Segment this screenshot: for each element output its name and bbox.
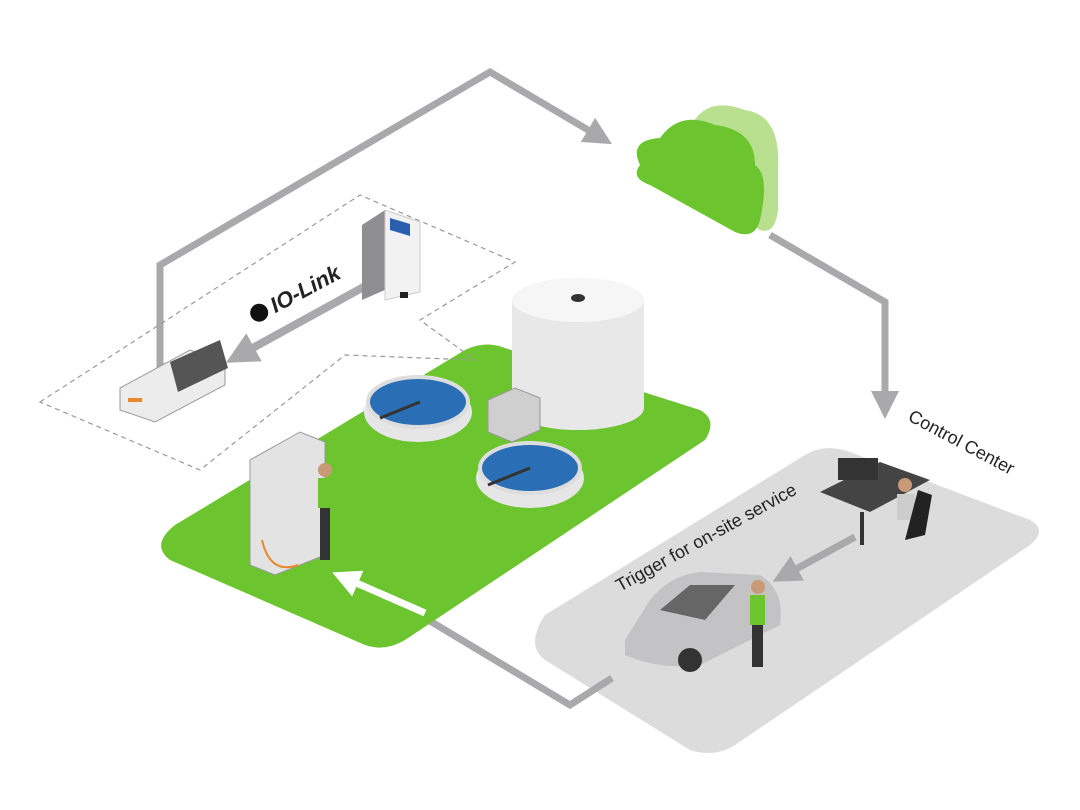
service-technician bbox=[750, 580, 765, 667]
data-flow-arrow-to-control-center bbox=[768, 231, 899, 419]
technician-on-site bbox=[318, 463, 332, 560]
pump-box bbox=[487, 387, 541, 443]
io-link-logo: IO-Link bbox=[250, 259, 346, 322]
power-supply-device bbox=[362, 209, 421, 301]
dispatch-arrow bbox=[772, 533, 857, 582]
clarifier-tank-1 bbox=[364, 375, 472, 442]
service-arrow-white bbox=[332, 570, 427, 617]
clarifier-tank-2 bbox=[476, 441, 584, 508]
control-center-label: Control Center bbox=[905, 406, 1018, 479]
io-link-icon bbox=[250, 303, 269, 322]
io-link-master-module bbox=[119, 340, 228, 423]
data-flow-arrow-to-cloud bbox=[156, 67, 613, 385]
io-link-label: IO-Link bbox=[266, 259, 346, 317]
control-center-workstation bbox=[820, 458, 932, 545]
io-link-arrow bbox=[225, 274, 382, 363]
cloud-icon bbox=[636, 105, 779, 235]
control-cabinet bbox=[249, 431, 326, 576]
service-return-arrow bbox=[418, 611, 614, 710]
io-link-dashed-region bbox=[38, 194, 517, 471]
storage-tank bbox=[512, 278, 644, 430]
service-vehicle bbox=[625, 572, 781, 672]
